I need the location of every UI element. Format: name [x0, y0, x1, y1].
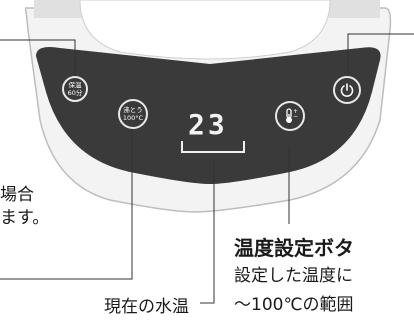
thermometer-plus-minus-icon: + − — [286, 108, 298, 123]
leader-keep-warm — [0, 39, 76, 78]
leader-boil — [0, 112, 133, 280]
control-panel — [36, 47, 381, 184]
svg-text:−: − — [293, 113, 298, 120]
left-callout-fragment-2: ます。 — [0, 208, 50, 228]
keep-warm-label-line1: 保温 — [68, 81, 82, 89]
leader-lines — [0, 33, 414, 304]
power-button[interactable] — [333, 76, 361, 104]
keep-warm-button[interactable]: 保温 60分 — [62, 76, 88, 102]
keep-warm-label-line2: 60分 — [67, 89, 83, 97]
temp-button-callout-desc-1: 設定した温度に — [234, 266, 353, 286]
current-temp-callout: 現在の水温 — [104, 297, 189, 317]
leader-current-temp — [200, 162, 215, 304]
boil-label-line1: 沸とう — [123, 106, 143, 114]
display-bracket — [181, 141, 245, 153]
temp-setting-button[interactable]: + − — [275, 101, 305, 131]
boil-label-line2: 100°C — [122, 114, 144, 122]
svg-text:+: + — [293, 108, 298, 115]
kettle-lid-top — [79, 0, 331, 60]
power-icon — [340, 83, 354, 97]
boil-label: 沸とう 100°C — [123, 106, 143, 122]
temp-button-callout-title: 温度設定ボタ — [234, 236, 354, 260]
temperature-display: 23 — [188, 108, 228, 141]
left-callout-fragment-1: 場合 — [0, 185, 34, 205]
boil-button[interactable]: 沸とう 100°C — [118, 99, 148, 129]
temp-button-callout-desc-2: ～100℃の範囲 — [234, 295, 354, 315]
leader-power — [347, 33, 414, 78]
keep-warm-label: 保温 60分 — [68, 81, 83, 97]
